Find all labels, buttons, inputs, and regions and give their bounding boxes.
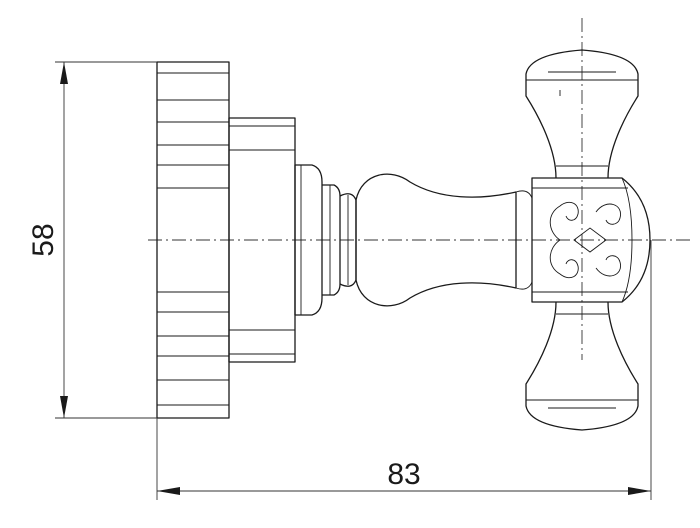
height-dimension: 58 <box>27 61 157 419</box>
decorative-head <box>531 177 651 303</box>
height-dimension-label: 58 <box>27 223 60 256</box>
collar <box>294 164 341 316</box>
depth-dimension: 83 <box>156 240 652 500</box>
height-arrow-top <box>60 62 68 84</box>
depth-arrow-left <box>157 487 180 495</box>
lower-knob <box>525 301 639 431</box>
depth-dimension-label: 83 <box>387 458 420 491</box>
depth-arrow-right <box>628 487 651 495</box>
center-lines <box>148 18 690 360</box>
height-arrow-bottom <box>60 396 68 418</box>
upper-knob <box>525 49 639 179</box>
